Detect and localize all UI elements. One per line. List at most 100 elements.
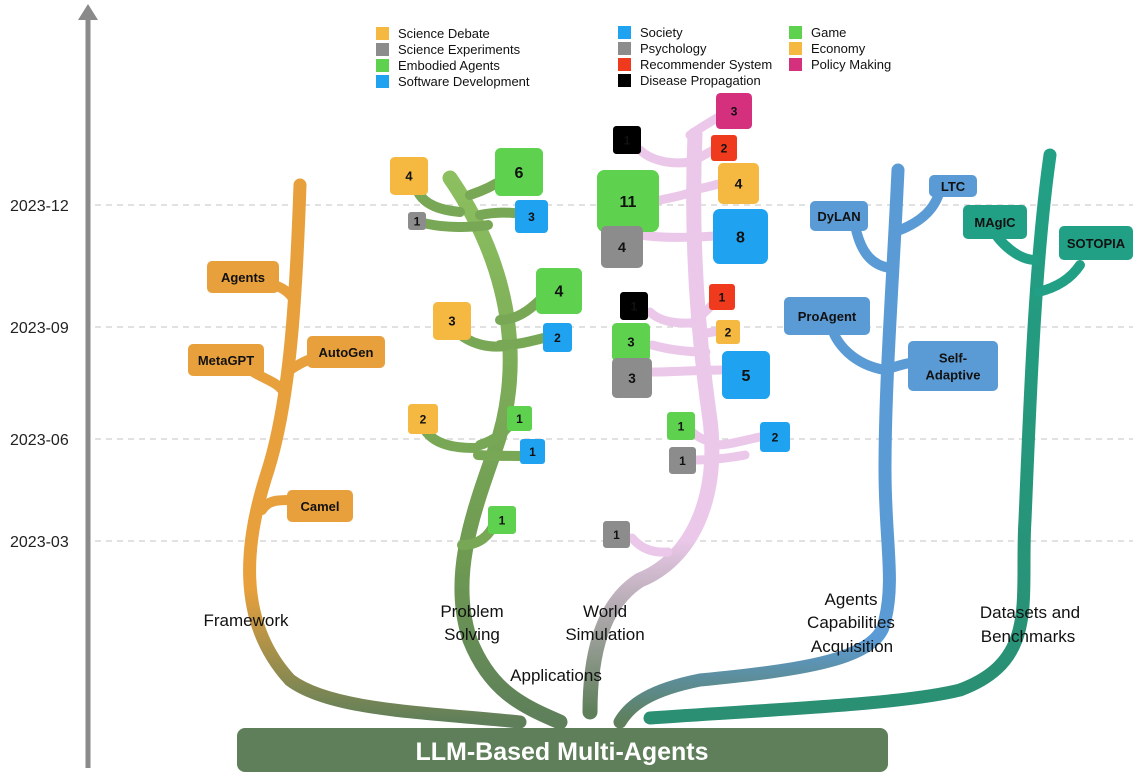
capability-node: LTC: [929, 175, 977, 197]
capability-node-label: LTC: [941, 179, 966, 194]
framework-node-label: Camel: [300, 499, 339, 514]
legend-label: Economy: [811, 41, 866, 56]
legend-label: Recommender System: [640, 57, 772, 72]
count-box-ws-12: 5: [722, 351, 770, 399]
count-box-value: 2: [721, 141, 728, 155]
count-box-ps-3: 3: [515, 200, 548, 233]
count-box-value: 3: [528, 210, 535, 224]
capability-node: DyLAN: [810, 201, 868, 231]
legend-swatch: [618, 42, 631, 55]
count-box-ps-6: 2: [543, 323, 572, 352]
count-box-bg: [495, 148, 543, 196]
count-box-ps-1: 6: [495, 148, 543, 196]
count-box-value: 2: [772, 430, 779, 444]
count-box-ws-10: 3: [612, 323, 650, 361]
count-box-bg: [603, 521, 630, 548]
count-box-bg: [711, 135, 737, 161]
count-box-ps-0: 4: [390, 157, 428, 195]
count-box-value: 5: [742, 368, 751, 385]
dataset-node-label: SOTOPIA: [1067, 236, 1126, 251]
count-box-ws-3: 11: [597, 170, 659, 232]
count-box-value: 4: [555, 284, 564, 301]
count-box-bg: [408, 404, 438, 434]
count-box-bg: [543, 323, 572, 352]
count-box-ws-14: 2: [760, 422, 790, 452]
label-capabilities-2: Capabilities: [807, 613, 895, 632]
framework-node-label: Agents: [221, 270, 265, 285]
count-box-ws-5: 4: [601, 226, 643, 268]
capability-node-box: [784, 297, 870, 335]
count-box-bg: [669, 447, 696, 474]
count-box-value: 1: [678, 419, 685, 433]
framework-node: Camel: [287, 490, 353, 522]
label-applications: Applications: [510, 666, 602, 685]
legend-label: Game: [811, 25, 846, 40]
count-box-bg: [433, 302, 471, 340]
count-box-bg: [488, 506, 516, 534]
count-box-value: 1: [719, 290, 726, 304]
legend-swatch: [376, 59, 389, 72]
label-datasets-1: Datasets and: [980, 603, 1080, 622]
tick-label-2023-12: 2023-12: [10, 198, 69, 215]
count-box-bg: [612, 323, 650, 361]
world-simulation-branch: [582, 110, 765, 720]
count-box-bg: [520, 439, 545, 464]
count-box-ws-13: 1: [667, 412, 695, 440]
count-box-ws-2: 2: [711, 135, 737, 161]
count-box-bg: [667, 412, 695, 440]
legend-label: Science Experiments: [398, 42, 521, 57]
label-world-simulation-1: World: [583, 602, 627, 621]
count-box-ps-8: 1: [507, 406, 532, 431]
label-capabilities-3: Acquisition: [811, 637, 893, 656]
count-box-bg: [390, 157, 428, 195]
count-box-ws-11: 3: [612, 358, 652, 398]
legend-label: Embodied Agents: [398, 58, 500, 73]
legend-swatch: [789, 26, 802, 39]
count-box-ps-4: 4: [536, 268, 582, 314]
framework-node-box: [287, 490, 353, 522]
count-box-value: 4: [405, 169, 413, 184]
framework-node-label: AutoGen: [319, 345, 374, 360]
label-capabilities-1: Agents: [825, 590, 878, 609]
count-box-ws-0: 3: [716, 93, 752, 129]
count-box-ws-1: 1: [613, 126, 641, 154]
tick-label-2023-09: 2023-09: [10, 320, 69, 337]
legend-label: Society: [640, 25, 683, 40]
count-box-value: 3: [628, 371, 636, 386]
framework-node-box: [307, 336, 385, 368]
count-box-value: 3: [627, 335, 634, 350]
count-box-value: 11: [620, 194, 637, 211]
count-box-value: 1: [624, 133, 631, 147]
count-box-bg: [536, 268, 582, 314]
count-box-value: 1: [631, 299, 638, 313]
count-box-bg: [507, 406, 532, 431]
time-axis: [78, 4, 98, 768]
count-box-ps-7: 2: [408, 404, 438, 434]
count-box-value: 1: [414, 214, 421, 228]
count-box-bg: [760, 422, 790, 452]
count-box-bg: [716, 93, 752, 129]
tick-label-2023-03: 2023-03: [10, 534, 69, 551]
count-box-ps-9: 1: [520, 439, 545, 464]
legend-label: Science Debate: [398, 26, 490, 41]
dataset-node: MAgIC: [963, 205, 1027, 239]
capability-node-box: [908, 341, 998, 391]
capability-node: ProAgent: [784, 297, 870, 335]
count-box-bg: [718, 163, 759, 204]
capability-node: Self-Adaptive: [908, 341, 998, 391]
label-framework: Framework: [203, 611, 289, 630]
count-box-ws-8: 1: [709, 284, 735, 310]
count-box-value: 2: [420, 412, 427, 426]
count-box-bg: [408, 212, 426, 230]
legend-swatch: [376, 27, 389, 40]
count-box-value: 1: [499, 513, 506, 527]
legend-label: Psychology: [640, 41, 707, 56]
count-box-bg: [613, 126, 641, 154]
count-box-bg: [515, 200, 548, 233]
count-box-ws-4: 4: [718, 163, 759, 204]
framework-node-label: MetaGPT: [198, 353, 254, 368]
count-box-bg: [722, 351, 770, 399]
